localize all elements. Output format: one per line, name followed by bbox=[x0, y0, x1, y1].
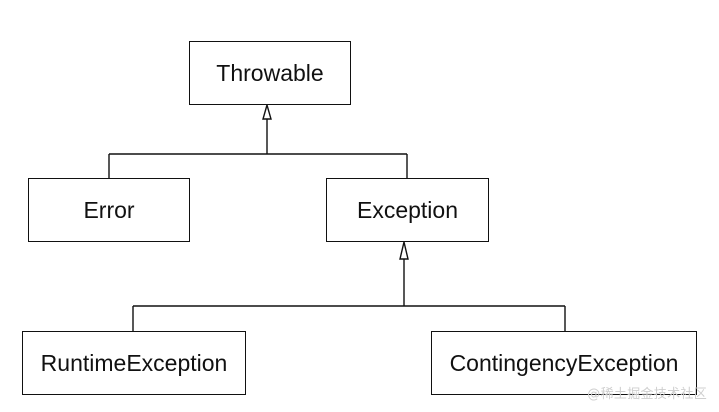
runtime-exception-label: RuntimeException bbox=[40, 349, 228, 376]
runtime-exception-node: RuntimeException bbox=[22, 331, 246, 395]
throwable-node: Throwable bbox=[189, 41, 351, 105]
inheritance-arrow bbox=[262, 102, 272, 120]
watermark-text: @稀土掘金技术社区 bbox=[587, 387, 707, 402]
exception-node: Exception bbox=[326, 178, 489, 242]
error-node: Error bbox=[28, 178, 190, 242]
error-label: Error bbox=[83, 196, 135, 223]
throwable-label: Throwable bbox=[216, 59, 324, 86]
exception-label: Exception bbox=[356, 196, 458, 223]
contingency-exception-node: ContingencyException bbox=[431, 331, 697, 395]
inheritance-arrow bbox=[399, 241, 409, 260]
contingency-exception-label: ContingencyException bbox=[449, 349, 679, 376]
